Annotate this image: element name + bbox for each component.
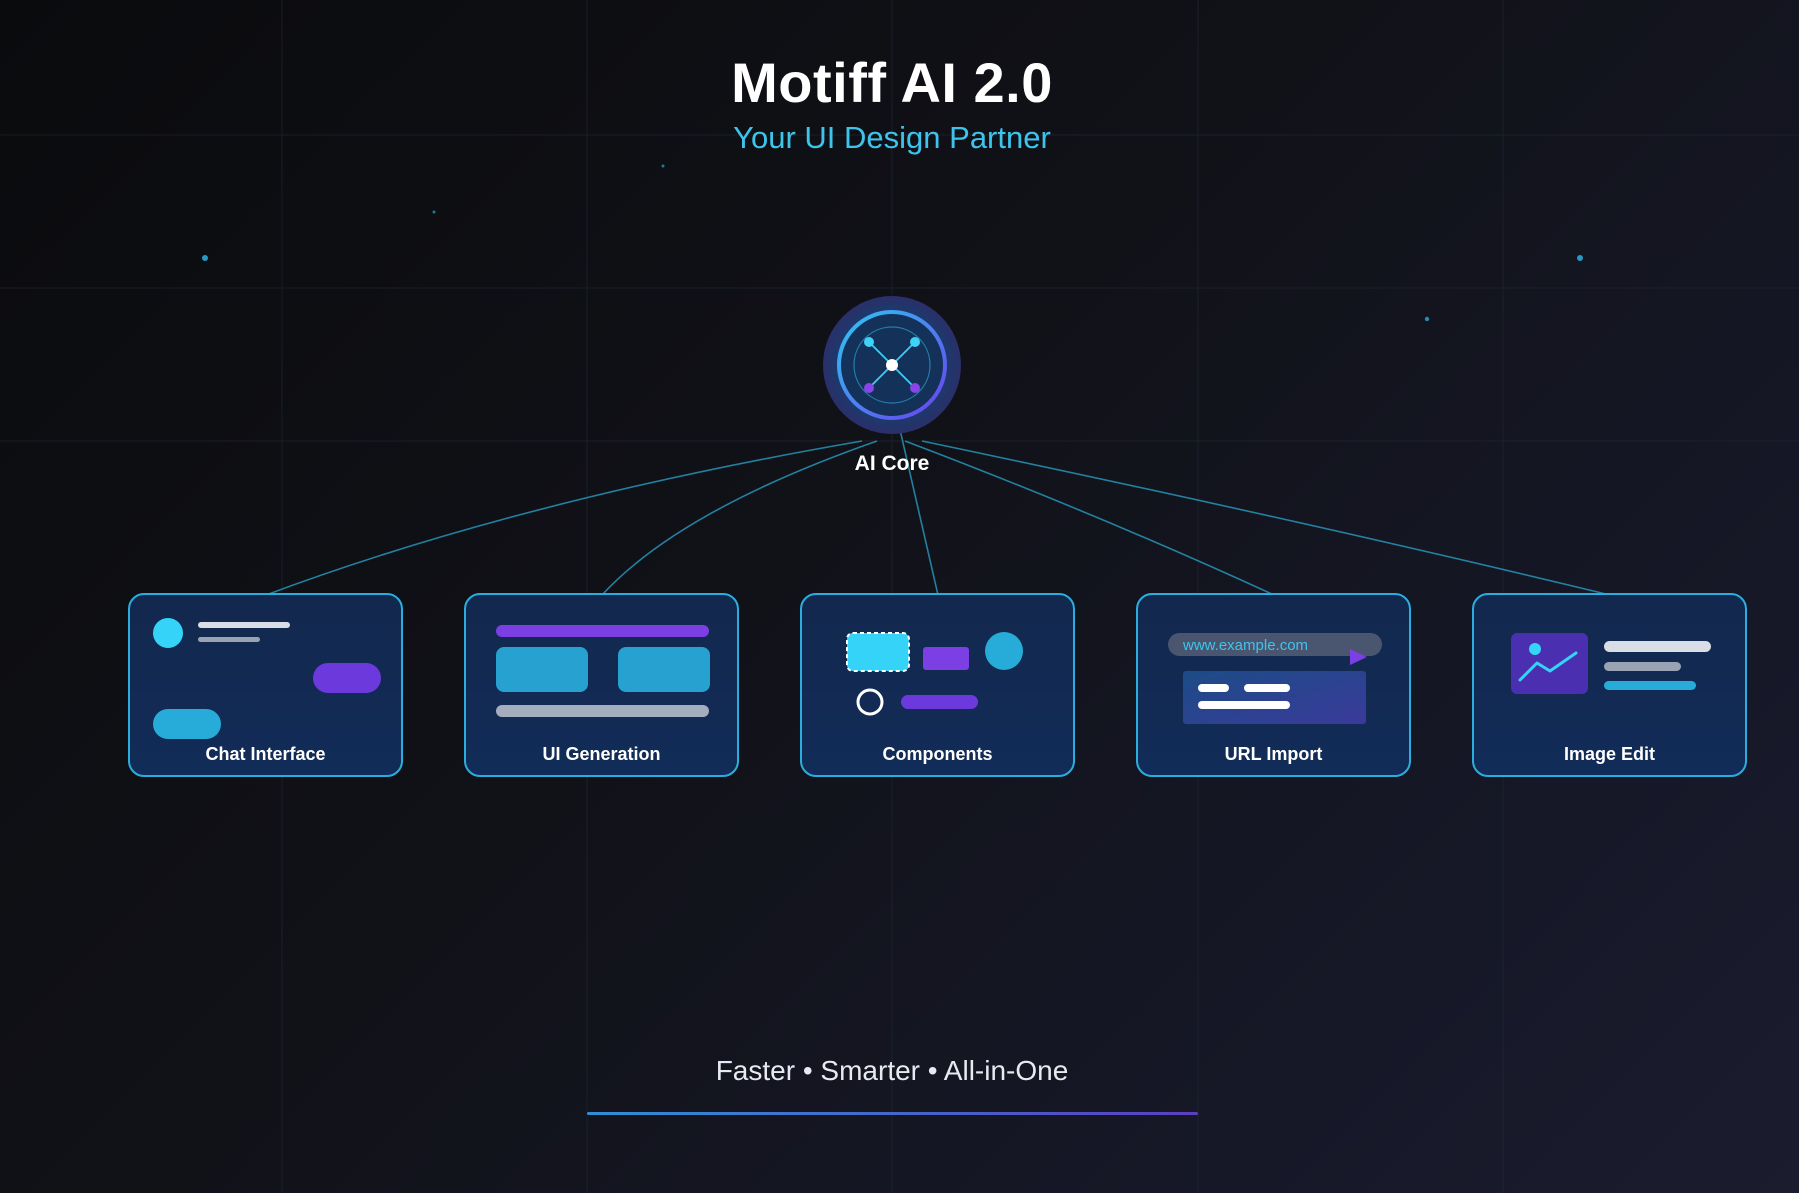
particles: [202, 164, 1583, 322]
card-label: Image Edit: [1563, 744, 1656, 764]
layout-blocks-icon: [496, 625, 710, 717]
card-label: Components: [882, 744, 993, 764]
ai-core-label: AI Core: [854, 452, 930, 475]
image-edit-icon: [1511, 633, 1711, 694]
network-hub-icon: [864, 337, 920, 393]
connector-lines: [265, 394, 1611, 596]
connector-chat: [265, 440, 863, 596]
card-label: URL Import: [1224, 744, 1323, 764]
component-shapes-icon: [846, 632, 1023, 716]
card-label: Chat Interface: [205, 744, 326, 764]
connector-ui-generation: [601, 440, 878, 596]
card-ui-generation[interactable]: UI Generation: [464, 593, 739, 777]
connector-image-edit: [921, 440, 1611, 596]
tagline-underline: [587, 1112, 1198, 1115]
card-url-import[interactable]: www.example.com URL Import: [1136, 593, 1411, 777]
page-subtitle: Your UI Design Partner: [733, 120, 1051, 155]
card-chat-interface[interactable]: Chat Interface: [128, 593, 403, 777]
ai-core-emblem: [823, 296, 961, 434]
chat-bubbles-icon: [153, 618, 381, 739]
page-title: Motiff AI 2.0: [731, 51, 1053, 114]
url-text: www.example.com: [1182, 637, 1308, 654]
browser-url-icon: www.example.com: [1168, 633, 1382, 724]
card-image-edit[interactable]: Image Edit: [1472, 593, 1747, 777]
connector-url-import: [904, 440, 1275, 596]
card-components[interactable]: Components: [800, 593, 1075, 777]
card-label: UI Generation: [542, 744, 661, 764]
tagline: Faster • Smarter • All-in-One: [715, 1055, 1069, 1086]
